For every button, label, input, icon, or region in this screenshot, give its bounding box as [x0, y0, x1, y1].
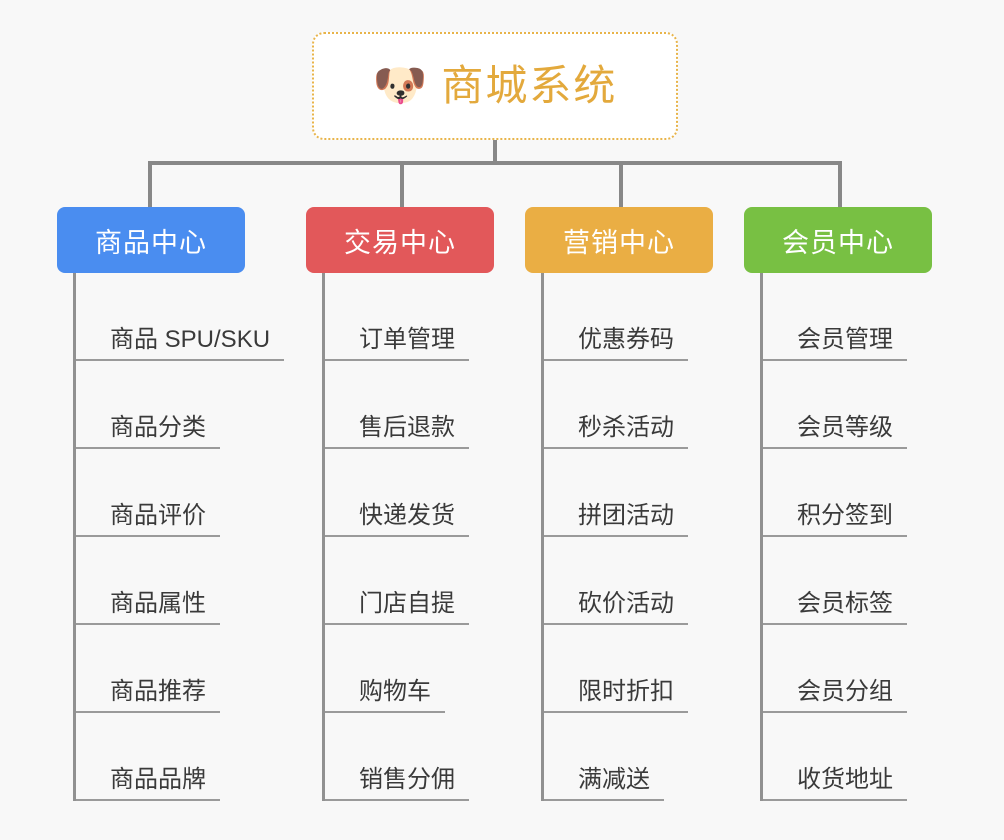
list-item[interactable]: 秒杀活动	[544, 361, 713, 449]
category-box-trade-center[interactable]: 交易中心	[306, 207, 494, 273]
leaf-list-product-center: 商品 SPU/SKU 商品分类 商品评价 商品属性 商品推荐 商品品牌	[73, 273, 285, 801]
leaf-label: 会员等级	[763, 413, 907, 449]
leaf-label: 商品分类	[76, 413, 220, 449]
category-label: 会员中心	[782, 227, 894, 258]
list-item[interactable]: 会员标签	[763, 537, 932, 625]
leaf-label: 快递发货	[325, 501, 469, 537]
list-item[interactable]: 商品分类	[76, 361, 245, 449]
leaf-label: 满减送	[544, 765, 664, 801]
list-item[interactable]: 订单管理	[325, 273, 494, 361]
list-item[interactable]: 会员等级	[763, 361, 932, 449]
category-label: 营销中心	[563, 227, 675, 258]
leaf-label: 商品品牌	[76, 765, 220, 801]
leaf-label: 门店自提	[325, 589, 469, 625]
leaf-label: 商品推荐	[76, 677, 220, 713]
leaf-list-trade-center: 订单管理 售后退款 快递发货 门店自提 购物车 销售分佣	[322, 273, 494, 801]
category-label: 商品中心	[95, 227, 207, 258]
list-item[interactable]: 商品属性	[76, 537, 245, 625]
leaf-label: 会员管理	[763, 325, 907, 361]
list-item[interactable]: 满减送	[544, 713, 713, 801]
branch-trade-center: 交易中心 订单管理 售后退款 快递发货 门店自提 购物车 销售分佣	[306, 207, 494, 801]
leaf-label: 限时折扣	[544, 677, 688, 713]
leaf-label: 拼团活动	[544, 501, 688, 537]
leaf-list-member-center: 会员管理 会员等级 积分签到 会员标签 会员分组 收货地址	[760, 273, 932, 801]
list-item[interactable]: 拼团活动	[544, 449, 713, 537]
list-item[interactable]: 购物车	[325, 625, 494, 713]
leaf-label: 收货地址	[763, 765, 907, 801]
list-item[interactable]: 积分签到	[763, 449, 932, 537]
connector-drop-3	[619, 161, 623, 209]
branch-member-center: 会员中心 会员管理 会员等级 积分签到 会员标签 会员分组 收货地址	[744, 207, 932, 801]
list-item[interactable]: 商品推荐	[76, 625, 245, 713]
leaf-label: 商品评价	[76, 501, 220, 537]
category-label: 交易中心	[344, 227, 456, 258]
list-item[interactable]: 商品 SPU/SKU	[76, 273, 285, 361]
connector-stem	[493, 140, 497, 165]
leaf-label: 销售分佣	[325, 765, 469, 801]
list-item[interactable]: 快递发货	[325, 449, 494, 537]
connector-drop-4	[838, 161, 842, 209]
leaf-label: 售后退款	[325, 413, 469, 449]
leaf-label: 商品属性	[76, 589, 220, 625]
leaf-label: 秒杀活动	[544, 413, 688, 449]
list-item[interactable]: 收货地址	[763, 713, 932, 801]
leaf-label: 优惠券码	[544, 325, 688, 361]
leaf-label: 会员标签	[763, 589, 907, 625]
leaf-label: 砍价活动	[544, 589, 688, 625]
shiba-dog-face-icon: 🐶	[372, 61, 428, 110]
category-box-product-center[interactable]: 商品中心	[57, 207, 245, 273]
list-item[interactable]: 商品品牌	[76, 713, 245, 801]
branch-product-center: 商品中心 商品 SPU/SKU 商品分类 商品评价 商品属性 商品推荐 商品品牌	[57, 207, 285, 801]
connector-drop-1	[148, 161, 152, 209]
list-item[interactable]: 商品评价	[76, 449, 245, 537]
list-item[interactable]: 售后退款	[325, 361, 494, 449]
root-node-label: 商城系统	[441, 62, 618, 109]
leaf-label: 积分签到	[763, 501, 907, 537]
list-item[interactable]: 会员管理	[763, 273, 932, 361]
connector-drop-2	[400, 161, 404, 209]
list-item[interactable]: 会员分组	[763, 625, 932, 713]
leaf-label: 购物车	[325, 677, 445, 713]
leaf-label: 商品 SPU/SKU	[76, 325, 285, 361]
list-item[interactable]: 优惠券码	[544, 273, 713, 361]
leaf-label: 会员分组	[763, 677, 907, 713]
list-item[interactable]: 门店自提	[325, 537, 494, 625]
list-item[interactable]: 限时折扣	[544, 625, 713, 713]
connector-horizontal-bar	[148, 161, 842, 165]
category-box-member-center[interactable]: 会员中心	[744, 207, 932, 273]
list-item[interactable]: 销售分佣	[325, 713, 494, 801]
branch-marketing-center: 营销中心 优惠券码 秒杀活动 拼团活动 砍价活动 限时折扣 满减送	[525, 207, 713, 801]
category-box-marketing-center[interactable]: 营销中心	[525, 207, 713, 273]
leaf-label: 订单管理	[325, 325, 469, 361]
leaf-list-marketing-center: 优惠券码 秒杀活动 拼团活动 砍价活动 限时折扣 满减送	[541, 273, 713, 801]
list-item[interactable]: 砍价活动	[544, 537, 713, 625]
root-node[interactable]: 🐶 商城系统	[312, 32, 678, 140]
